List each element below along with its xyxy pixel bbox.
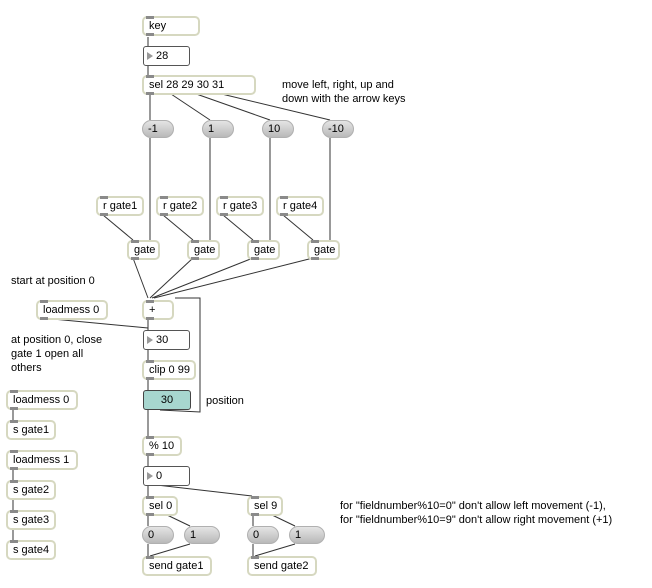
clip-object[interactable]: clip 0 99 <box>142 360 196 380</box>
send-gate2-bottom[interactable]: send gate2 <box>247 556 317 576</box>
receive-gate1[interactable]: r gate1 <box>96 196 144 216</box>
sel-9-object[interactable]: sel 9 <box>247 496 283 516</box>
message-0-right[interactable]: 0 <box>247 526 279 544</box>
message-10[interactable]: 10 <box>262 120 294 138</box>
close-gate-comment: at position 0, close gate 1 open all oth… <box>11 334 103 374</box>
loadmess-0-close[interactable]: loadmess 0 <box>6 390 78 410</box>
key-number-box[interactable]: 28 <box>143 46 190 66</box>
message-1[interactable]: 1 <box>202 120 234 138</box>
receive-gate2[interactable]: r gate2 <box>156 196 204 216</box>
position-number-box[interactable]: 30 <box>143 390 191 410</box>
key-object[interactable]: key <box>142 16 200 36</box>
sel-arrow-keys-object[interactable]: sel 28 29 30 31 <box>142 75 256 95</box>
message-1-left[interactable]: 1 <box>184 526 220 544</box>
loadmess-1[interactable]: loadmess 1 <box>6 450 78 470</box>
sum-number-box[interactable]: 30 <box>143 330 190 350</box>
send-gate4-object[interactable]: s gate4 <box>6 540 56 560</box>
mod-10-object[interactable]: % 10 <box>142 436 182 456</box>
message-0-left[interactable]: 0 <box>142 526 174 544</box>
message-minus-1[interactable]: -1 <box>142 120 174 138</box>
receive-gate3[interactable]: r gate3 <box>216 196 264 216</box>
loadmess-0-start[interactable]: loadmess 0 <box>36 300 108 320</box>
gate-2[interactable]: gate <box>187 240 220 260</box>
message-1-right[interactable]: 1 <box>289 526 325 544</box>
plus-object[interactable]: + <box>142 300 174 320</box>
rule-modulo-0-comment: for "fieldnumber%10=0" don't allow left … <box>340 500 606 512</box>
send-gate2-object[interactable]: s gate2 <box>6 480 56 500</box>
start-comment: start at position 0 <box>11 275 95 287</box>
gate-4[interactable]: gate <box>307 240 340 260</box>
message-minus-10[interactable]: -10 <box>322 120 354 138</box>
send-gate3-object[interactable]: s gate3 <box>6 510 56 530</box>
send-gate1-object[interactable]: s gate1 <box>6 420 56 440</box>
sel-0-object[interactable]: sel 0 <box>142 496 178 516</box>
arrow-keys-comment: move left, right, up and down with the a… <box>282 79 406 105</box>
rule-modulo-9-comment: for "fieldnumber%10=9" don't allow right… <box>340 514 613 526</box>
gate-3[interactable]: gate <box>247 240 280 260</box>
receive-gate4[interactable]: r gate4 <box>276 196 324 216</box>
position-comment: position <box>206 395 244 407</box>
send-gate1-bottom[interactable]: send gate1 <box>142 556 212 576</box>
gate-1[interactable]: gate <box>127 240 160 260</box>
mod-number-box[interactable]: 0 <box>143 466 190 486</box>
